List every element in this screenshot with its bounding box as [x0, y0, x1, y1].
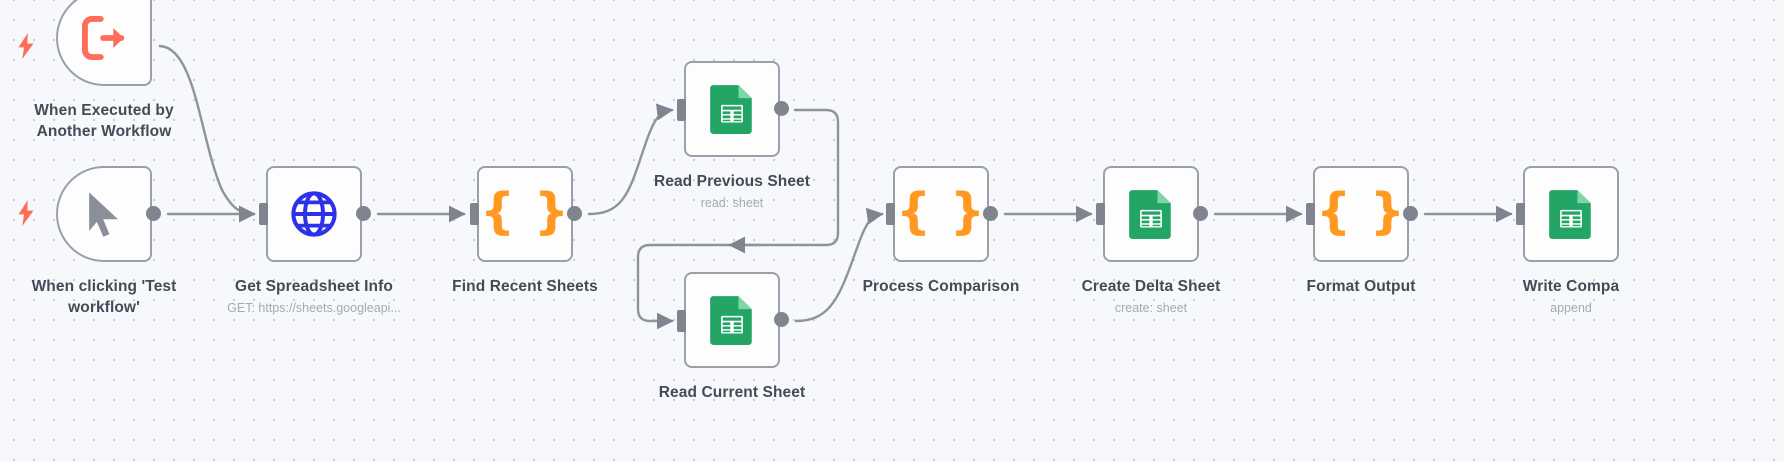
- node-label-find-recent-sheets: Find Recent Sheets: [413, 276, 637, 297]
- google-sheets-icon: [709, 83, 755, 135]
- node-title: Process Comparison: [862, 278, 1020, 295]
- node-when-executed-by-another-workflow[interactable]: [56, 0, 152, 86]
- edge-find-recent-to-read-previous: [587, 103, 674, 216]
- trigger-bolt-icon-exec-workflow: [16, 33, 36, 59]
- edge-read-current-to-process: [794, 207, 884, 323]
- node-subtitle: GET: https://sheets.googleapi...: [227, 301, 401, 316]
- trigger-bolt-icon-manual-trigger: [16, 200, 36, 226]
- node-label-when-executed-by-another-workflow: When Executed by Another Workflow: [0, 100, 216, 143]
- google-sheets-icon: [709, 294, 755, 346]
- node-get-spreadsheet-info[interactable]: [266, 166, 362, 262]
- cursor-pointer-icon: [81, 190, 127, 238]
- input-connector-read-previous-sheet[interactable]: [677, 99, 686, 121]
- node-create-delta-sheet[interactable]: [1103, 166, 1199, 262]
- node-write-comparison[interactable]: [1523, 166, 1619, 262]
- node-subtitle: create: sheet: [1114, 301, 1188, 316]
- node-label-write-comparison: Write Compa append: [1459, 276, 1683, 318]
- input-connector-find-recent-sheets[interactable]: [470, 203, 479, 225]
- input-connector-read-current-sheet[interactable]: [677, 310, 686, 332]
- input-connector-format-output[interactable]: [1306, 203, 1315, 225]
- output-connector-format-output[interactable]: [1403, 206, 1418, 221]
- output-connector-read-previous-sheet[interactable]: [774, 101, 789, 116]
- node-process-comparison[interactable]: { }: [893, 166, 989, 262]
- node-label-read-current-sheet: Read Current Sheet: [620, 382, 844, 403]
- input-connector-create-delta-sheet[interactable]: [1096, 203, 1105, 225]
- node-title: When clicking 'Test workflow': [31, 278, 177, 317]
- node-find-recent-sheets[interactable]: { }: [477, 166, 573, 262]
- node-label-process-comparison: Process Comparison: [829, 276, 1053, 297]
- node-title: Read Current Sheet: [658, 384, 806, 401]
- output-connector-find-recent-sheets[interactable]: [567, 206, 582, 221]
- node-format-output[interactable]: { }: [1313, 166, 1409, 262]
- node-title: When Executed by Another Workflow: [34, 102, 174, 141]
- node-title: Format Output: [1306, 278, 1416, 295]
- node-read-current-sheet[interactable]: [684, 272, 780, 368]
- node-title: Read Previous Sheet: [653, 173, 811, 190]
- node-title: Find Recent Sheets: [452, 278, 598, 295]
- node-label-format-output: Format Output: [1249, 276, 1473, 297]
- node-title: Get Spreadsheet Info: [235, 278, 393, 295]
- edge-exec-trigger-to-http: [158, 44, 256, 223]
- node-when-clicking-test-workflow[interactable]: [56, 166, 152, 262]
- node-label-read-previous-sheet: Read Previous Sheet read: sheet: [620, 171, 844, 213]
- node-label-get-spreadsheet-info: Get Spreadsheet Info GET: https://sheets…: [202, 276, 426, 318]
- google-sheets-icon: [1128, 188, 1174, 240]
- google-sheets-icon: [1548, 188, 1594, 240]
- output-connector-process-comparison[interactable]: [983, 206, 998, 221]
- execute-workflow-trigger-icon: [78, 12, 130, 64]
- node-title: Create Delta Sheet: [1081, 278, 1221, 295]
- input-connector-process-comparison[interactable]: [886, 203, 895, 225]
- node-title: Write Compa: [1522, 278, 1620, 295]
- output-connector-create-delta-sheet[interactable]: [1193, 206, 1208, 221]
- globe-http-icon: [290, 190, 338, 238]
- node-subtitle: read: sheet: [700, 196, 764, 211]
- node-label-when-clicking-test-workflow: When clicking 'Test workflow': [0, 276, 216, 319]
- output-connector-read-current-sheet[interactable]: [774, 312, 789, 327]
- node-read-previous-sheet[interactable]: [684, 61, 780, 157]
- input-connector-write-comparison[interactable]: [1516, 203, 1525, 225]
- input-connector-get-spreadsheet-info[interactable]: [259, 203, 268, 225]
- output-connector-when-clicking-test-workflow[interactable]: [146, 206, 161, 221]
- node-label-create-delta-sheet: Create Delta Sheet create: sheet: [1039, 276, 1263, 318]
- node-subtitle: append: [1550, 301, 1592, 316]
- output-connector-get-spreadsheet-info[interactable]: [356, 206, 371, 221]
